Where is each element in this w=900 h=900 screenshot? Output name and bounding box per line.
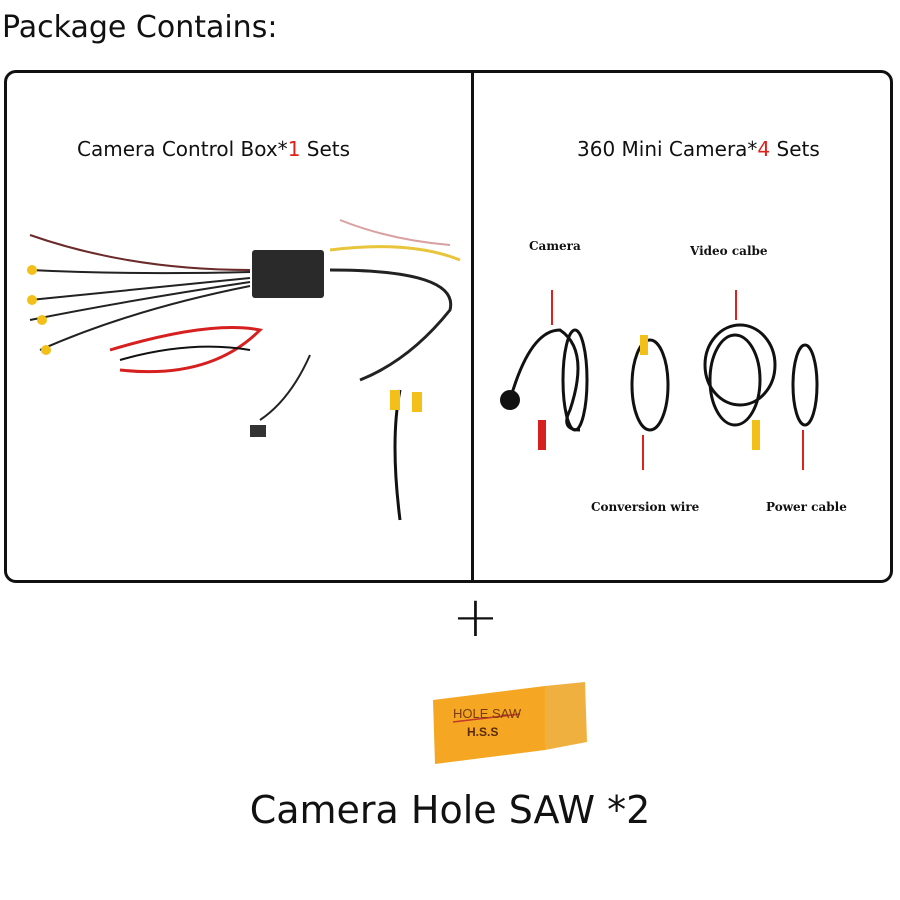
caption-qty: 4 [757,137,771,161]
package-frame [4,70,893,583]
hole-saw-caption: Camera Hole SAW *2 [249,788,651,832]
hole-saw-text: HOLE SAW [453,706,522,721]
caption-qty: 1 [287,137,301,161]
label-conversion-wire: Conversion wire [591,500,700,514]
panel-divider [471,70,474,582]
control-box-caption: Camera Control Box*1 Sets [77,137,350,161]
caption-suffix: Sets [770,137,820,161]
caption-suffix: Sets [300,137,351,161]
control-box-image [27,219,461,521]
caption-text: 360 Mini Camera* [577,137,758,161]
hole-saw-hss: H.S.S [467,725,498,739]
label-camera: Camera [529,239,581,253]
plus-sign: + [452,585,499,650]
label-video-cable: Video calbe [690,244,768,258]
mini-camera-caption: 360 Mini Camera*4 Sets [577,137,820,161]
label-power-cable: Power cable [766,500,847,514]
page-title: Package Contains: [2,10,278,45]
hole-saw-image: HOLE SAW H.S.S [433,682,587,764]
caption-text: Camera Control Box* [77,137,288,161]
mini-camera-image [500,290,819,470]
